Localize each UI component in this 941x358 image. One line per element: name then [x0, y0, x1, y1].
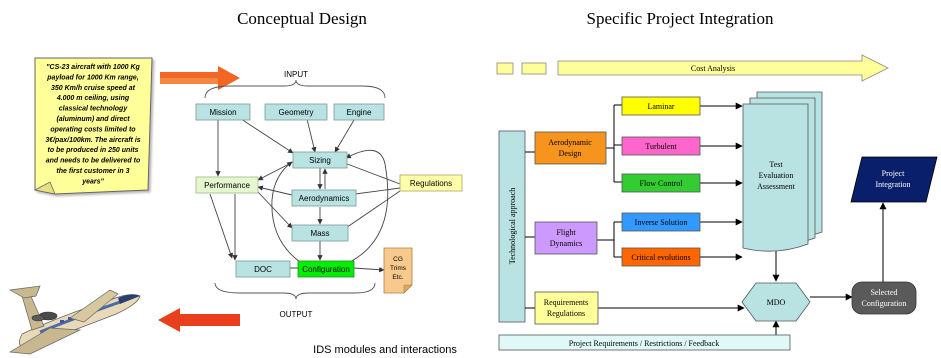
mission-node: Mission	[195, 103, 251, 121]
requirements-label: Requirements	[544, 298, 588, 307]
geometry-label: Geometry	[278, 108, 313, 117]
aircraft-illustration	[8, 285, 141, 355]
tech-approach-node: Technological approach	[498, 130, 526, 323]
regulations-label: Regulations	[410, 179, 452, 188]
inverse-solution-node: Inverse Solution	[621, 212, 701, 232]
aerodynamic-design-node: Aerodynamic Design	[534, 131, 607, 165]
geometry-node: Geometry	[264, 103, 328, 121]
engine-node: Engine	[333, 103, 385, 121]
note-line: (aluminum) and direct	[56, 116, 130, 123]
input-label: INPUT	[284, 70, 308, 79]
selected-label: Selected	[870, 288, 897, 297]
performance-label: Performance	[204, 181, 250, 190]
doc-node: DOC	[235, 260, 291, 278]
mass-label: Mass	[310, 229, 329, 238]
mdo-label: MDO	[767, 298, 786, 307]
regulations-right-label: Regulations	[547, 309, 585, 318]
note-line: 3€/pax/100km. The aircraft is	[45, 137, 140, 144]
etc-label: Etc.	[392, 274, 403, 281]
note-line: payload for 1000 Km range,	[46, 74, 138, 81]
ids-caption: IDS modules and interactions	[313, 344, 457, 356]
cost-analysis-label: Cost Analysis	[691, 64, 735, 73]
title-specific-project-integration: Specific Project Integration	[587, 9, 774, 28]
aerodynamic-design-label-2: Design	[559, 149, 582, 158]
test-evaluation-node: Test Evaluation Assessment	[742, 91, 823, 252]
aerodynamic-design-label-1: Aerodynamic	[548, 138, 592, 147]
cost-analysis-arrow: Cost Analysis	[496, 54, 889, 82]
mdo-node: MDO	[741, 282, 811, 322]
note-line: classical technology	[59, 106, 129, 113]
project-integration-node: Project Integration	[850, 156, 938, 203]
aerodynamics-label: Aerodynamics	[299, 194, 350, 203]
turbulent-node: Turbulent	[621, 136, 701, 156]
critical-evolutions-node: Critical evolutions	[621, 247, 701, 267]
note-line: the first customer in 3	[56, 168, 129, 175]
requirements-regulations-node: Requirements Regulations	[534, 291, 599, 325]
tech-approach-label: Technological approach	[508, 188, 517, 265]
sizing-node: Sizing	[292, 151, 348, 169]
note-line: 4.000 m ceiling, using	[56, 95, 130, 102]
engine-label: Engine	[347, 108, 372, 117]
requirements-note: "CS-23 aircraft with 1000 Kg payload for …	[33, 57, 153, 195]
inverse-solution-label: Inverse Solution	[635, 218, 688, 227]
performance-node: Performance	[195, 176, 259, 194]
project-label: Project	[882, 169, 905, 178]
configuration-label: Configuration	[302, 265, 350, 274]
note-line: operating costs limited to	[50, 126, 136, 133]
output-brace	[214, 282, 376, 300]
aerodynamics-node: Aerodynamics	[291, 189, 357, 207]
configuration-node: Configuration	[297, 260, 355, 278]
note-line: to be produced in 250 units	[47, 147, 138, 154]
flight-dynamics-label-2: Dynamics	[550, 239, 582, 248]
note-line: "CS-23 aircraft with 1000 Kg	[46, 64, 140, 71]
note-line: years"	[81, 178, 104, 185]
output-label: OUTPUT	[280, 310, 313, 319]
input-arrow	[160, 66, 240, 90]
mission-label: Mission	[209, 108, 236, 117]
mass-node: Mass	[291, 224, 349, 242]
flow-control-label: Flow Control	[640, 179, 684, 188]
output-arrow	[158, 308, 240, 332]
note-line: 350 Km/h cruise speed at	[51, 85, 136, 92]
laminar-label: Laminar	[647, 102, 674, 111]
turbulent-label: Turbulent	[645, 142, 677, 151]
project-requirements-label: Project Requirements / Restrictions / Fe…	[569, 339, 719, 348]
sizing-label: Sizing	[309, 156, 331, 165]
flight-dynamics-node: Flight Dynamics	[534, 221, 598, 255]
doc-label: DOC	[254, 265, 272, 274]
evaluation-label: Evaluation	[759, 171, 794, 180]
trims-label: Trims	[390, 265, 407, 272]
critical-evolutions-label: Critical evolutions	[631, 253, 690, 262]
flight-dynamics-label-1: Flight	[556, 228, 576, 237]
note-line: and needs to be delivered to	[46, 158, 141, 165]
laminar-node: Laminar	[621, 96, 701, 116]
right-edges	[525, 102, 887, 342]
note-text: "CS-23 aircraft with 1000 Kg payload for …	[45, 64, 141, 185]
cg-note: CG Trims Etc.	[383, 247, 413, 294]
project-requirements-bar: Project Requirements / Restrictions / Fe…	[498, 334, 791, 351]
title-conceptual-design: Conceptual Design	[237, 9, 367, 28]
left-edges	[209, 114, 401, 273]
flow-control-node: Flow Control	[621, 173, 701, 193]
configuration-right-label: Configuration	[862, 299, 907, 308]
assessment-label: Assessment	[757, 182, 796, 191]
regulations-node: Regulations	[399, 174, 463, 192]
integration-label: Integration	[875, 180, 910, 189]
input-brace	[204, 79, 386, 99]
selected-configuration-node: Selected Configuration	[851, 281, 917, 315]
cg-label: CG	[393, 256, 403, 263]
test-label: Test	[769, 160, 783, 169]
